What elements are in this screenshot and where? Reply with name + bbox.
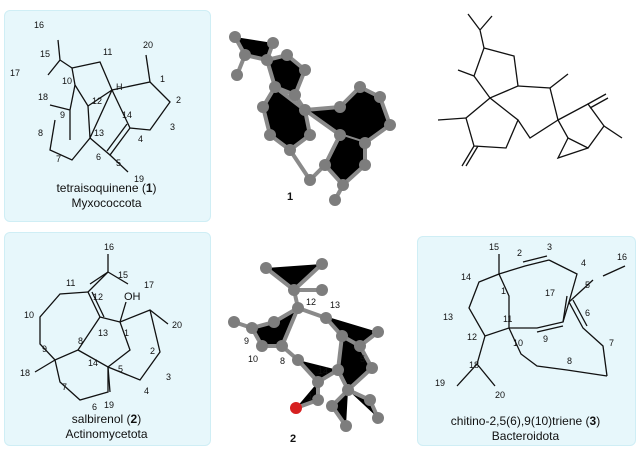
atom-label: 17 <box>10 68 20 78</box>
atom-label: 13 <box>443 312 453 322</box>
atom-label: 13 <box>330 300 340 310</box>
compound-number: 1 <box>145 181 153 195</box>
atom-label: 16 <box>34 20 44 30</box>
atom-label: 8 <box>567 356 572 366</box>
atom-label: 3 <box>547 242 552 252</box>
compound-number: 3 <box>589 414 597 428</box>
atom-label: 9 <box>543 334 548 344</box>
atom-label: 4 <box>138 134 143 144</box>
atom-label: 10 <box>248 354 258 364</box>
atom-label: 15 <box>489 242 499 252</box>
caption-chitino-triene: chitino-2,5(6),9(10)triene (3) Bacteroid… <box>450 414 601 443</box>
atom-label: OH <box>124 291 141 303</box>
atom-label: 12 <box>467 332 477 342</box>
compound-source: Actinomycetota <box>65 427 148 441</box>
atom-label: 1 <box>124 328 129 338</box>
atom-label: 10 <box>62 76 72 86</box>
atom-label: 2 <box>150 346 155 356</box>
oxygen-atom <box>290 402 302 414</box>
atom-label: 7 <box>56 154 61 164</box>
atom-label: 17 <box>144 280 154 290</box>
atom-label: 8 <box>38 128 43 138</box>
atom-label: 12 <box>93 292 103 302</box>
atom-label: 4 <box>144 386 149 396</box>
atom-label: 1 <box>160 74 165 84</box>
atom-label: 12 <box>92 96 102 106</box>
atom-label: 7 <box>609 338 614 348</box>
atom-label: 13 <box>98 328 108 338</box>
atom-label: 5 <box>116 158 121 168</box>
structure-salbirenol: 16 15 11 12 17 OH 10 13 1 20 9 8 2 18 14… <box>20 242 182 412</box>
atom-label: 13 <box>94 128 104 138</box>
atom-label: 1 <box>308 392 313 402</box>
compound-name: chitino-2,5(6),9(10)triene <box>450 414 583 428</box>
atom-label: 6 <box>92 402 97 412</box>
atom-label: 18 <box>469 360 479 370</box>
atom-label: 5 <box>585 280 590 290</box>
caption-salbirenol: salbirenol (2) Actinomycetota <box>65 412 148 441</box>
atom-label: 18 <box>20 368 30 378</box>
structure-tetraisoquinene: 16 15 17 11 20 10 1 18 H 2 12 14 9 13 3 … <box>10 20 181 184</box>
atom-label: H <box>116 82 123 92</box>
panel-chitino-triene <box>417 236 636 446</box>
atom-label: 19 <box>104 400 114 410</box>
atom-label: 3 <box>166 372 171 382</box>
compound-number: 2 <box>130 412 138 426</box>
panel-tetraisoquinene <box>4 10 211 222</box>
atom-label: 18 <box>38 92 48 102</box>
structure-crinipellin-a <box>437 13 623 167</box>
compound-name: tetraisoquinene <box>56 181 139 195</box>
atom-label: 16 <box>104 242 114 252</box>
caption-crinipellin-a <box>414 186 638 201</box>
atom-label: 14 <box>88 358 98 368</box>
atom-label: 4 <box>581 258 586 268</box>
atom-label: 3 <box>170 122 175 132</box>
atom-label: 11 <box>103 47 112 57</box>
atom-label: 8 <box>78 336 83 346</box>
atom-label: 20 <box>143 40 153 50</box>
atom-label: 15 <box>40 49 50 59</box>
atom-label: 14 <box>122 110 132 120</box>
caption-tetraisoquinene: tetraisoquinene (1) Myxococcota <box>56 181 157 210</box>
atom-label: 20 <box>495 390 505 400</box>
atom-label: 11 <box>66 278 75 288</box>
model-3d-tetraisoquinene: 1 <box>229 31 396 206</box>
atom-label: 14 <box>461 272 471 282</box>
atom-label: 14 <box>318 366 328 376</box>
atom-label: 11 <box>503 314 512 324</box>
atom-label: 7 <box>62 382 67 392</box>
atom-label: 19 <box>134 174 144 184</box>
atom-label: 19 <box>435 378 445 388</box>
atom-label: 17 <box>545 288 555 298</box>
atom-label: 9 <box>42 344 47 354</box>
atom-label: 2 <box>176 95 181 105</box>
atom-label: 6 <box>96 152 101 162</box>
atom-label: 2 <box>517 248 522 258</box>
atom-label: 20 <box>172 320 182 330</box>
compound-name: salbirenol <box>71 412 124 426</box>
atom-label: 9 <box>244 336 249 346</box>
atom-label: 8 <box>280 356 285 366</box>
atom-label: 10 <box>24 310 34 320</box>
atom-label: 10 <box>513 338 523 348</box>
structure-chitino-triene: 15 2 3 4 16 14 5 17 1 6 13 11 7 12 9 10 … <box>435 242 627 400</box>
atom-label: 5 <box>118 364 123 374</box>
atom-label: 16 <box>617 252 627 262</box>
atom-label: 6 <box>585 308 590 318</box>
atom-label: 15 <box>118 270 128 280</box>
compound-source: Myxococcota <box>71 196 142 210</box>
atom-label: 12 <box>306 297 316 307</box>
atom-label: 9 <box>60 110 65 120</box>
compound-source: Bacteroidota <box>491 429 560 443</box>
compound-number: 1 <box>287 191 293 203</box>
atom-label: 1 <box>501 286 506 296</box>
model-3d-salbirenol: 12 13 9 10 8 14 5 1 2 <box>228 258 384 445</box>
compound-number: 2 <box>290 433 296 445</box>
atom-label: 5 <box>360 354 365 364</box>
